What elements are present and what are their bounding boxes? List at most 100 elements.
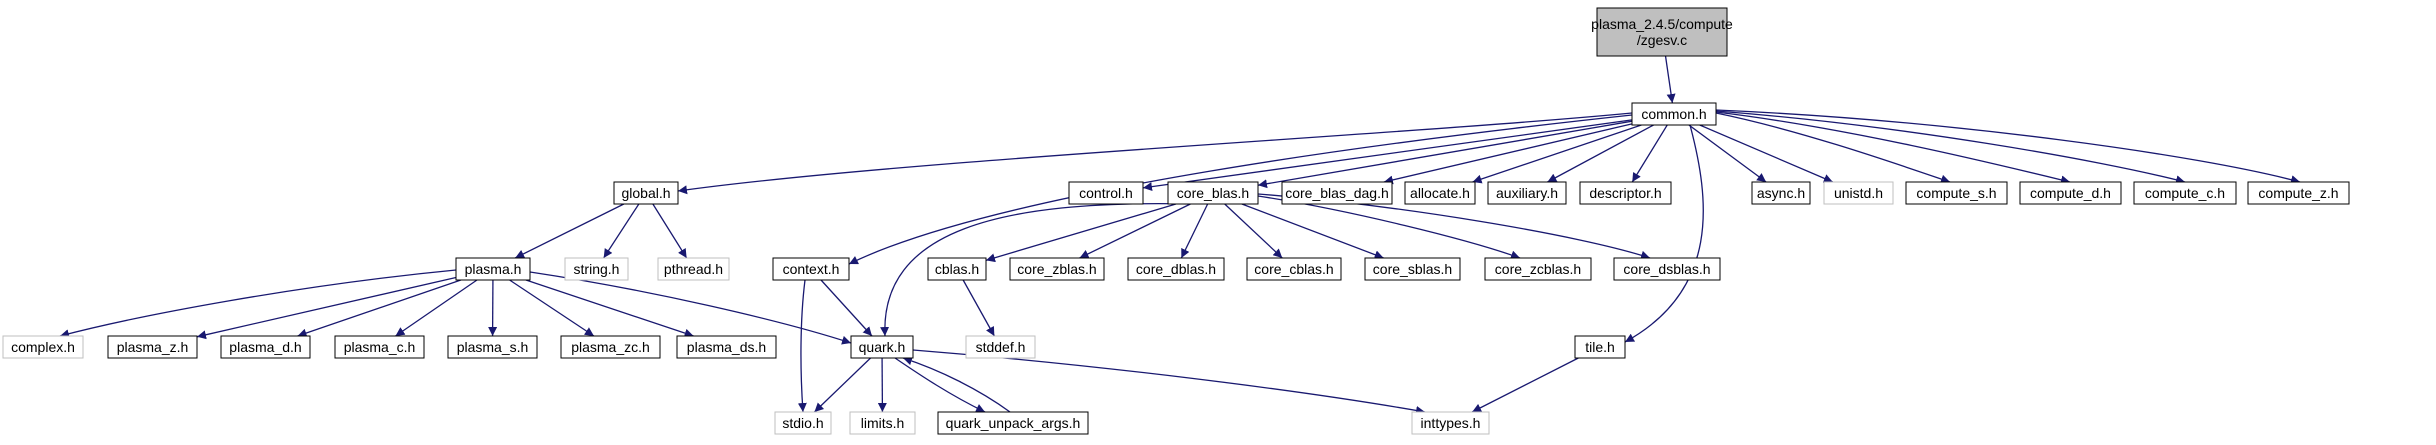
node-label-plasma_ds: plasma_ds.h bbox=[687, 339, 766, 355]
node-box-quark bbox=[850, 335, 914, 359]
node-label-cblas: cblas.h bbox=[935, 261, 979, 277]
node-box-core_dsblas bbox=[1613, 257, 1721, 281]
edges-layer bbox=[59, 55, 2301, 415]
edge-plasma-to-complex bbox=[59, 269, 457, 339]
edge-common-to-tile bbox=[1624, 124, 1704, 343]
edge-plasma-to-plasma_c bbox=[395, 279, 478, 337]
node-quark_unpack[interactable]: quark_unpack_args.h bbox=[937, 411, 1089, 435]
node-control[interactable]: control.h bbox=[1068, 181, 1144, 205]
edge-plasma-to-plasma_ds bbox=[525, 279, 694, 338]
node-unistd: unistd.h bbox=[1823, 181, 1894, 205]
node-box-cblas bbox=[927, 257, 987, 281]
node-plasma_c[interactable]: plasma_c.h bbox=[334, 335, 425, 359]
node-label-core_dblas: core_dblas.h bbox=[1136, 261, 1216, 277]
edge-quark-to-stdio bbox=[813, 357, 872, 413]
node-box-core_zcblas bbox=[1484, 257, 1592, 281]
node-box-core_blas bbox=[1167, 181, 1259, 205]
edge-common-to-core_blas bbox=[1257, 120, 1633, 189]
node-box-descriptor bbox=[1579, 181, 1672, 205]
node-box-unistd bbox=[1823, 181, 1894, 205]
node-box-compute_c bbox=[2133, 181, 2237, 205]
node-async[interactable]: async.h bbox=[1751, 181, 1811, 205]
node-global[interactable]: global.h bbox=[613, 181, 679, 205]
node-label-core_dsblas: core_dsblas.h bbox=[1623, 261, 1710, 277]
edge-common-to-async bbox=[1688, 124, 1767, 183]
node-quark[interactable]: quark.h bbox=[850, 335, 914, 359]
node-root[interactable]: plasma_2.4.5/compute/zgesv.c bbox=[1591, 7, 1733, 57]
node-core_zcblas[interactable]: core_zcblas.h bbox=[1484, 257, 1592, 281]
node-plasma[interactable]: plasma.h bbox=[455, 257, 531, 281]
node-tile[interactable]: tile.h bbox=[1574, 335, 1626, 359]
edge-plasma-to-plasma_zc bbox=[509, 279, 595, 337]
node-label-tile: tile.h bbox=[1585, 339, 1615, 355]
edge-core_blas-to-core_zcblas bbox=[1257, 195, 1521, 260]
edge-plasma-to-plasma_d bbox=[297, 279, 462, 338]
node-compute_c[interactable]: compute_c.h bbox=[2133, 181, 2237, 205]
node-descriptor[interactable]: descriptor.h bbox=[1579, 181, 1672, 205]
node-common[interactable]: common.h bbox=[1631, 102, 1717, 126]
node-box-inttypes bbox=[1411, 411, 1490, 435]
node-core_zblas[interactable]: core_zblas.h bbox=[1009, 257, 1105, 281]
node-label-core_zblas: core_zblas.h bbox=[1017, 261, 1096, 277]
edge-plasma-to-plasma_z bbox=[196, 276, 457, 340]
node-cblas[interactable]: cblas.h bbox=[927, 257, 987, 281]
edge-common-to-control bbox=[1142, 119, 1633, 192]
node-label-control: control.h bbox=[1079, 185, 1133, 201]
node-core_cblas[interactable]: core_cblas.h bbox=[1246, 257, 1342, 281]
edge-common-to-compute_z bbox=[1715, 109, 2301, 185]
node-label-core_blas: core_blas.h bbox=[1177, 185, 1249, 201]
node-plasma_d[interactable]: plasma_d.h bbox=[220, 335, 311, 359]
node-box-core_zblas bbox=[1009, 257, 1105, 281]
node-core_dsblas[interactable]: core_dsblas.h bbox=[1613, 257, 1721, 281]
node-box-allocate bbox=[1404, 181, 1476, 205]
node-compute_s[interactable]: compute_s.h bbox=[1905, 181, 2008, 205]
node-box-plasma_ds bbox=[676, 335, 777, 359]
node-box-complex bbox=[2, 335, 84, 359]
node-box-core_sblas bbox=[1364, 257, 1461, 281]
node-box-global bbox=[613, 181, 679, 205]
node-label-limits: limits.h bbox=[861, 415, 905, 431]
node-core_dblas[interactable]: core_dblas.h bbox=[1127, 257, 1225, 281]
edge-quark-to-quark_unpack bbox=[894, 357, 986, 413]
node-box-pthread bbox=[657, 257, 730, 281]
node-core_sblas[interactable]: core_sblas.h bbox=[1364, 257, 1461, 281]
node-box-core_cblas bbox=[1246, 257, 1342, 281]
node-label-allocate: allocate.h bbox=[1410, 185, 1470, 201]
node-box-core_blas_dag bbox=[1281, 181, 1393, 205]
node-label-plasma: plasma.h bbox=[465, 261, 522, 277]
edge-common-to-unistd bbox=[1699, 124, 1834, 183]
node-compute_z[interactable]: compute_z.h bbox=[2247, 181, 2350, 205]
node-plasma_zc[interactable]: plasma_zc.h bbox=[560, 335, 661, 359]
node-context[interactable]: context.h bbox=[772, 257, 850, 281]
node-auxiliary[interactable]: auxiliary.h bbox=[1487, 181, 1567, 205]
node-plasma_z[interactable]: plasma_z.h bbox=[107, 335, 198, 359]
node-box-common bbox=[1631, 102, 1717, 126]
node-label-quark: quark.h bbox=[859, 339, 906, 355]
node-core_blas[interactable]: core_blas.h bbox=[1167, 181, 1259, 205]
node-label-async: async.h bbox=[1757, 185, 1805, 201]
node-box-stdio bbox=[774, 411, 832, 435]
node-box-string bbox=[564, 257, 629, 281]
node-compute_d[interactable]: compute_d.h bbox=[2019, 181, 2122, 205]
node-plasma_ds[interactable]: plasma_ds.h bbox=[676, 335, 777, 359]
node-label-plasma_c: plasma_c.h bbox=[344, 339, 416, 355]
edge-common-to-auxiliary bbox=[1547, 124, 1654, 183]
node-label-core_zcblas: core_zcblas.h bbox=[1495, 261, 1581, 277]
node-label-common: common.h bbox=[1641, 106, 1706, 122]
node-plasma_s[interactable]: plasma_s.h bbox=[447, 335, 538, 359]
node-box-stddef bbox=[965, 335, 1036, 359]
node-label-stdio: stdio.h bbox=[782, 415, 823, 431]
node-label-stddef: stddef.h bbox=[976, 339, 1026, 355]
node-allocate[interactable]: allocate.h bbox=[1404, 181, 1476, 205]
node-stdio: stdio.h bbox=[774, 411, 832, 435]
edge-common-to-allocate bbox=[1472, 124, 1642, 184]
node-box-plasma_d bbox=[220, 335, 311, 359]
node-string: string.h bbox=[564, 257, 629, 281]
edge-core_blas-to-core_zblas bbox=[1079, 203, 1191, 259]
node-core_blas_dag[interactable]: core_blas_dag.h bbox=[1281, 181, 1393, 205]
node-label-root-line-1: plasma_2.4.5/compute bbox=[1591, 16, 1733, 32]
node-label-compute_s: compute_s.h bbox=[1916, 185, 1996, 201]
node-stddef: stddef.h bbox=[965, 335, 1036, 359]
node-label-core_blas_dag: core_blas_dag.h bbox=[1285, 185, 1389, 201]
